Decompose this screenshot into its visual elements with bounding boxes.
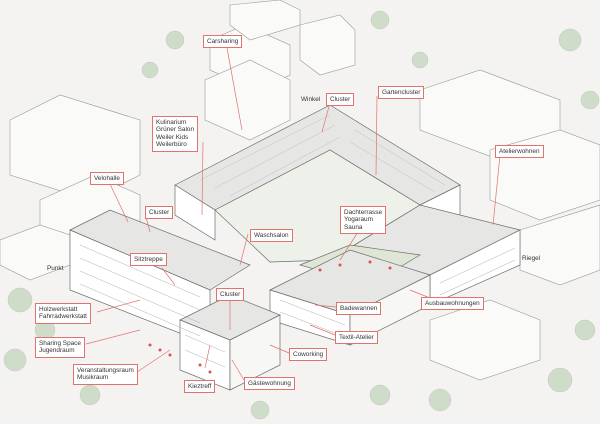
main-building xyxy=(69,104,522,391)
trees xyxy=(3,10,600,420)
label-winkel: Winkel xyxy=(301,96,321,103)
label-cluster-top: Cluster xyxy=(326,93,355,107)
leader-lines xyxy=(85,47,501,381)
label-gartencluster: Gartencluster xyxy=(378,86,425,100)
label-veranstaltungsraum: Veranstaltungsraum Musikraum xyxy=(73,364,138,385)
activity-dots xyxy=(148,260,392,374)
label-textil-atelier: Textil-Atelier xyxy=(335,331,378,345)
label-sitztreppe: Sitztreppe xyxy=(130,253,167,267)
label-punkt: Punkt xyxy=(47,265,64,272)
label-kieztreff: Kieztreff xyxy=(184,380,216,394)
label-riegel: Riegel xyxy=(522,255,541,262)
label-sharing-space: Sharing Space Jugendraum xyxy=(35,337,85,358)
label-holzwerkstatt: Holzwerkstatt Fahrradwerkstatt xyxy=(35,303,91,324)
label-waschsalon: Waschsalon xyxy=(250,229,293,243)
label-kulinarium: Kulinarium Grüner Salon Weiler Kids Weil… xyxy=(152,116,199,152)
label-carsharing: Carsharing xyxy=(203,35,243,49)
facade-windows xyxy=(79,244,516,368)
label-dachterrasse: Dachterrasse Yogaraum Sauna xyxy=(340,206,387,235)
label-badewannen: Badewannen xyxy=(336,302,382,316)
label-ausbauwohnungen: Ausbauwohnungen xyxy=(421,297,484,311)
label-cluster-left: Cluster xyxy=(145,206,174,220)
label-velohalle: Velohalle xyxy=(90,172,124,186)
label-atelierwohnen: Atelierwohnen xyxy=(495,145,544,159)
label-cluster-mid: Cluster xyxy=(216,288,245,302)
roof-hatching xyxy=(199,114,446,197)
context-buildings xyxy=(0,0,600,381)
label-gaestewohnung: Gästewohnung xyxy=(244,377,295,391)
label-coworking: Coworking xyxy=(289,348,328,362)
